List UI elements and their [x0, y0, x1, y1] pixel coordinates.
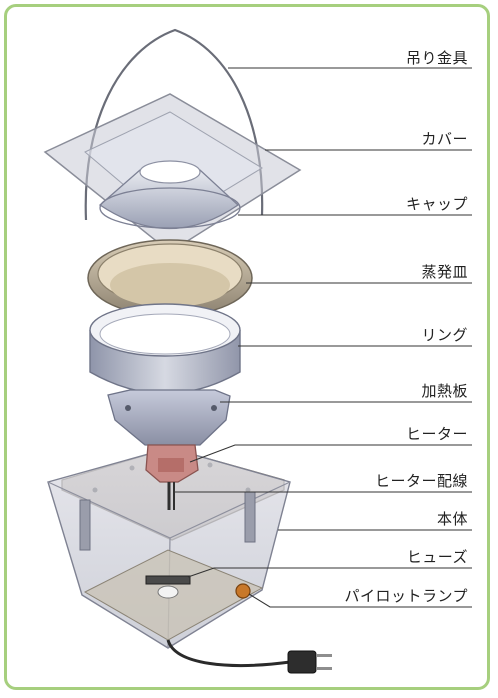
- label-heater: ヒーター: [405, 425, 468, 443]
- leader-lines: [174, 67, 472, 608]
- pilot-lamp-part: [235, 583, 251, 599]
- leader-heater: [189, 444, 472, 463]
- label-hanger: 吊り金具: [405, 49, 468, 67]
- heater-wiring-part: [167, 482, 175, 510]
- tray-part: [87, 239, 253, 317]
- heater-part: [145, 444, 199, 483]
- label-body: 本体: [436, 510, 468, 528]
- label-cover: カバー: [421, 130, 468, 148]
- ring-part: [89, 303, 241, 395]
- label-heater-wiring: ヒーター配線: [374, 472, 468, 490]
- label-heat-plate: 加熱板: [421, 382, 468, 400]
- cap-part: [98, 160, 241, 230]
- label-fuse: ヒューズ: [406, 548, 468, 566]
- body-part: [47, 447, 291, 649]
- power-cord-part: [166, 639, 332, 674]
- fuse-part: [145, 575, 191, 585]
- label-tray: 蒸発皿: [421, 263, 468, 281]
- label-pilot-lamp: パイロットランプ: [344, 587, 468, 605]
- leader-fuse: [187, 567, 472, 578]
- heat-plate-part: [107, 389, 231, 446]
- leader-pilot-lamp: [248, 593, 472, 608]
- label-cap: キャップ: [405, 195, 468, 213]
- label-ring: リング: [421, 326, 468, 344]
